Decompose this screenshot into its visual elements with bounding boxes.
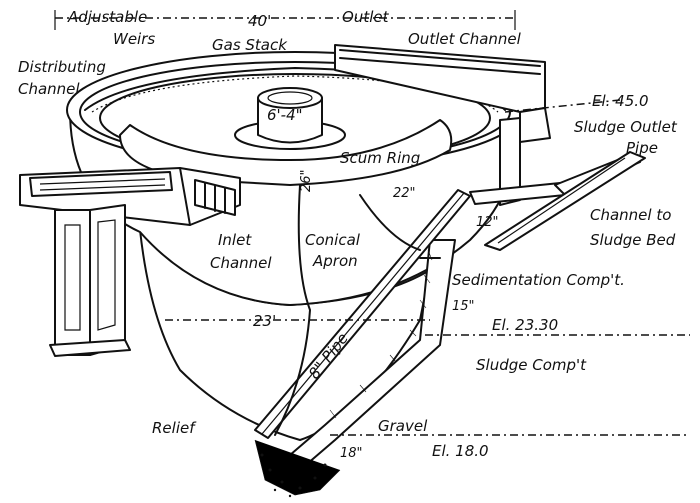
sludge-outlet-pipe	[469, 151, 646, 251]
label-gas-stack: Gas Stack	[212, 36, 288, 54]
gas-stack	[257, 98, 323, 144]
label-outlet: Outlet	[342, 8, 390, 26]
gas-stack-inner	[267, 91, 313, 105]
label-dim-22: 22"	[393, 186, 416, 201]
label-distributing-channel: Channel	[18, 80, 80, 98]
label-inlet: Inlet	[218, 231, 252, 249]
outlet-channel	[334, 44, 551, 206]
label-scum-ring: Scum Ring	[340, 149, 420, 167]
label-outlet-channel: Outlet Channel	[408, 30, 522, 48]
label-sedimentation: Sedimentation Comp't.	[452, 271, 625, 289]
label-weirs: Weirs	[113, 30, 155, 48]
label-conical: Conical	[305, 231, 361, 249]
gas-stack-top	[257, 87, 323, 109]
label-relief: Relief	[152, 419, 197, 437]
label-dim-12: 12"	[476, 215, 499, 230]
support-column	[49, 204, 131, 357]
label-el-23: El. 23.30	[492, 316, 558, 334]
label-stack-dia: 6'-4"	[267, 106, 303, 124]
el45-line	[504, 99, 621, 113]
label-inlet-channel: Channel	[210, 254, 272, 272]
eight-inch-pipe	[254, 189, 471, 439]
label-pipe: Pipe	[626, 139, 658, 157]
label-dim-18: 18"	[340, 446, 363, 461]
label-adjustable: Adjustable	[67, 8, 147, 26]
label-apron: Apron	[312, 252, 358, 270]
inlet-channel	[19, 167, 241, 226]
label-dim-15: 15"	[452, 299, 475, 314]
label-width-40: 40'	[248, 12, 271, 30]
label-dim-23: 23'	[253, 312, 276, 330]
conical-apron-line	[359, 194, 421, 251]
label-sludge-comp: Sludge Comp't	[476, 356, 587, 374]
cutaway-section	[254, 239, 456, 498]
label-el-18: El. 18.0	[432, 442, 489, 460]
label-sludge-outlet: Sludge Outlet	[574, 118, 678, 136]
label-sludge-bed: Sludge Bed	[590, 231, 676, 249]
label-dim-26: 26"	[299, 169, 314, 192]
label-gravel: Gravel	[378, 417, 428, 435]
label-el-45: El. 45.0	[592, 92, 649, 110]
label-distributing: Distributing	[18, 58, 106, 76]
label-channel-to: Channel to	[590, 206, 671, 224]
sedimentation-wall	[274, 184, 311, 436]
